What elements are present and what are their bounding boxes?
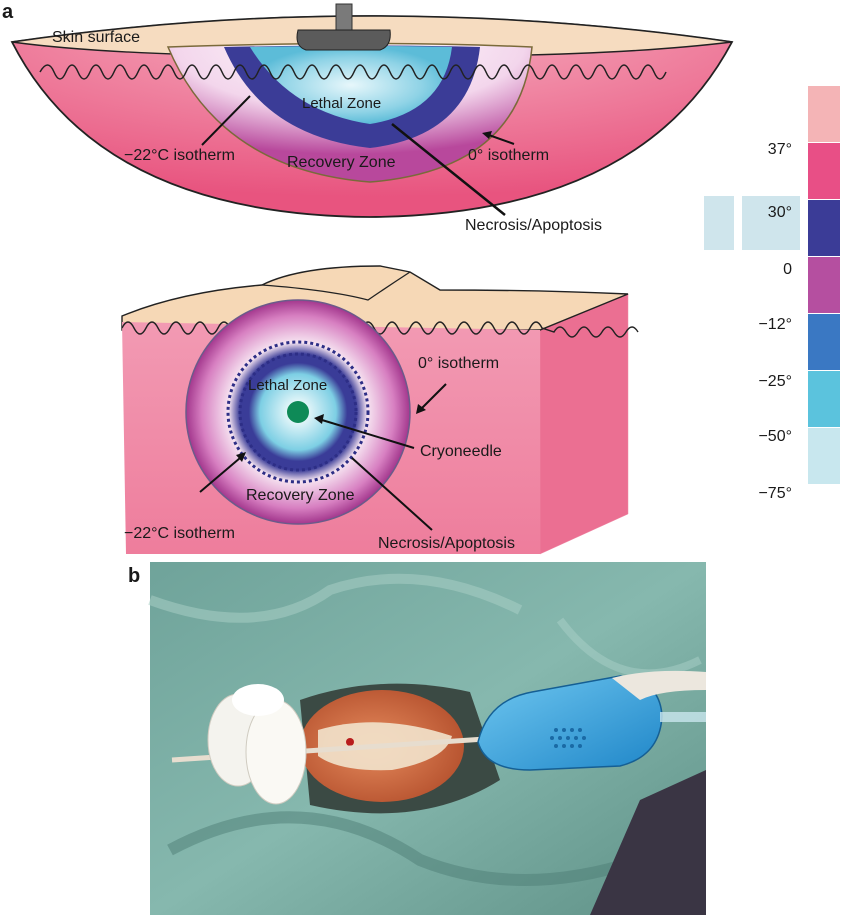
top-isotherm-0-label: 0° isotherm [468, 147, 549, 164]
cryoneedle-tip [287, 401, 309, 423]
skin-surface-label: Skin surface [52, 29, 140, 46]
top-skin-diagram: Skin surface Lethal Zone Recovery Zone −… [12, 4, 732, 234]
scale-label: −50° [758, 428, 792, 445]
top-recovery-zone-label: Recovery Zone [287, 154, 396, 171]
scale-swatch [808, 200, 840, 256]
tissue-block-diagram: Lethal Zone Recovery Zone 0° isotherm Cr… [122, 266, 638, 554]
top-lethal-zone-label: Lethal Zone [302, 95, 381, 112]
scale-swatch [808, 86, 840, 142]
scale-label: 30° [768, 204, 792, 221]
scale-label: 37° [768, 141, 792, 158]
scale-swatch [808, 143, 840, 199]
bleeding-spot [346, 738, 354, 746]
scale-swatch [808, 314, 840, 370]
cryoprobe-base [297, 30, 390, 50]
scale-label: 0 [783, 261, 792, 278]
scale-highlight-gap [734, 196, 742, 250]
panel-a-label: a [2, 1, 14, 23]
block-isotherm-0-label: 0° isotherm [418, 355, 499, 372]
top-isotherm-22-label: −22°C isotherm [124, 147, 235, 164]
panel-b-label: b [128, 565, 140, 587]
scale-swatch [808, 428, 840, 484]
top-necrosis-label: Necrosis/Apoptosis [465, 217, 602, 234]
scale-swatches [808, 86, 840, 484]
block-top-face [122, 266, 628, 330]
block-isotherm-22-label: −22°C isotherm [124, 525, 235, 542]
scale-swatch [808, 257, 840, 313]
block-lethal-zone-label: Lethal Zone [248, 377, 327, 394]
scale-label: −25° [758, 373, 792, 390]
block-cryoneedle-label: Cryoneedle [420, 443, 502, 460]
block-necrosis-label: Necrosis/Apoptosis [378, 535, 515, 552]
scale-swatch [808, 371, 840, 427]
scale-labels: 37° 30° 0 −12° −25° −50° −75° [758, 141, 792, 502]
scale-label: −12° [758, 316, 792, 333]
temperature-scale: 37° 30° 0 −12° −25° −50° −75° [704, 86, 840, 502]
scale-label: −75° [758, 485, 792, 502]
block-recovery-zone-label: Recovery Zone [246, 487, 355, 504]
procedure-photo [150, 562, 706, 915]
